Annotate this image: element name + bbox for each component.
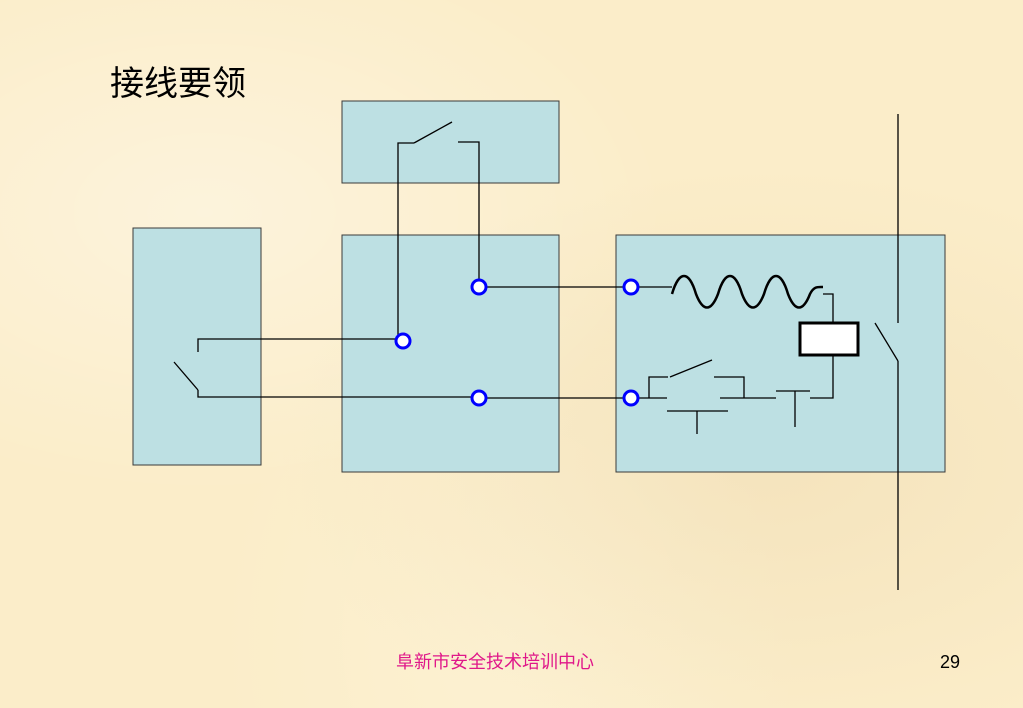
terminal-control-upper[interactable] (622, 278, 640, 296)
page-number: 29 (940, 652, 961, 672)
control-circuit (638, 359, 810, 434)
terminal-control-lower[interactable] (622, 389, 640, 407)
footer-org-name: 阜新市安全技术培训中心 (396, 652, 594, 673)
control-unit-box (615, 234, 946, 473)
heater-coil (670, 274, 824, 309)
terminal-middle[interactable] (394, 332, 412, 350)
terminal-lower-right[interactable] (470, 389, 488, 407)
top-switch-box (341, 100, 560, 184)
external-line-contact (874, 114, 899, 590)
top-switch-contact (397, 121, 480, 335)
terminal-block-box (341, 234, 560, 473)
slide-title: 接线要领 (110, 64, 246, 104)
left-switch-box (132, 227, 262, 466)
left-switch-contact (173, 338, 473, 398)
relay-coil (798, 321, 860, 357)
terminal-upper-right[interactable] (470, 278, 488, 296)
